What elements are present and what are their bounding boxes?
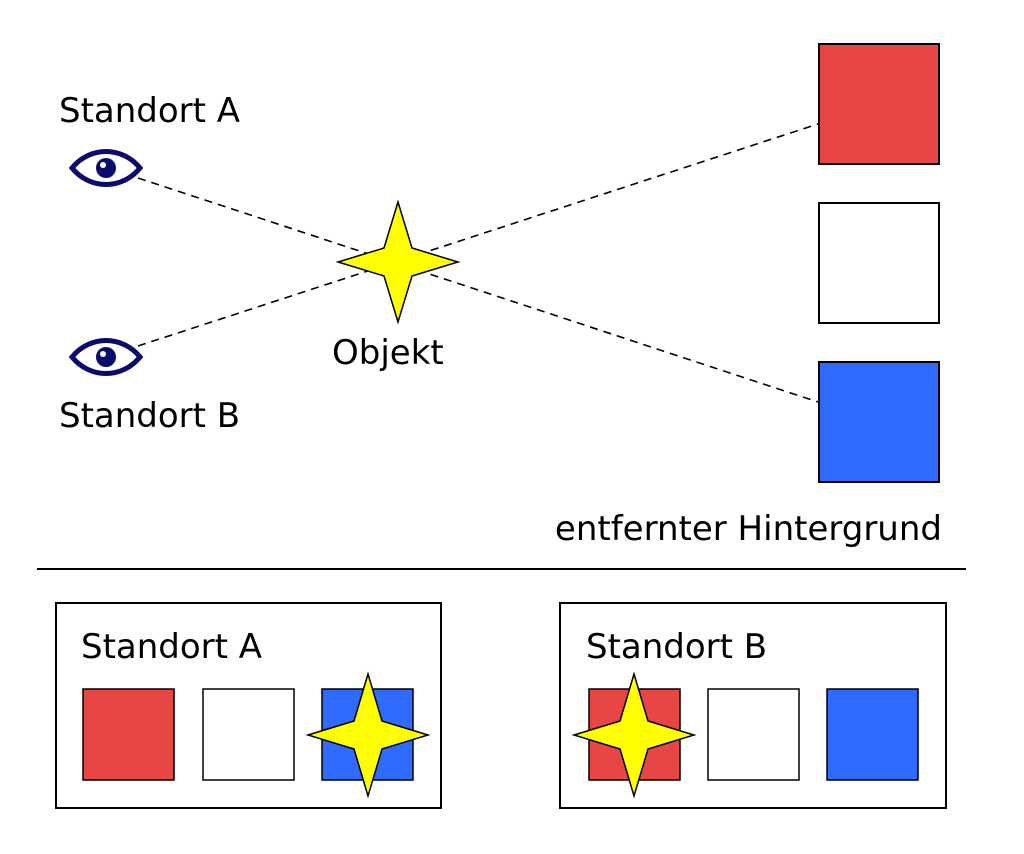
background-square-blue <box>818 361 940 483</box>
panel-b-square-blue <box>826 688 919 781</box>
panel-a-square-white <box>202 688 295 781</box>
eye-icon <box>68 338 144 376</box>
four-point-star-icon <box>305 671 431 799</box>
panel-b-square-white <box>707 688 800 781</box>
background-square-white <box>818 202 940 324</box>
four-point-star-icon <box>571 671 697 799</box>
label-viewpoint-b: Standort B <box>59 396 241 436</box>
panel-b-title: Standort B <box>586 627 768 667</box>
four-point-star-icon <box>335 199 461 325</box>
label-viewpoint-a: Standort A <box>59 91 241 131</box>
panel-a-square-red <box>82 688 175 781</box>
label-object: Objekt <box>332 333 444 373</box>
background-square-red <box>818 43 940 165</box>
sight-line-a <box>137 177 819 403</box>
eye-icon <box>68 149 144 187</box>
label-background: entfernter Hintergrund <box>554 509 942 549</box>
sight-line-b <box>137 123 819 347</box>
panel-a-title: Standort A <box>81 627 263 667</box>
